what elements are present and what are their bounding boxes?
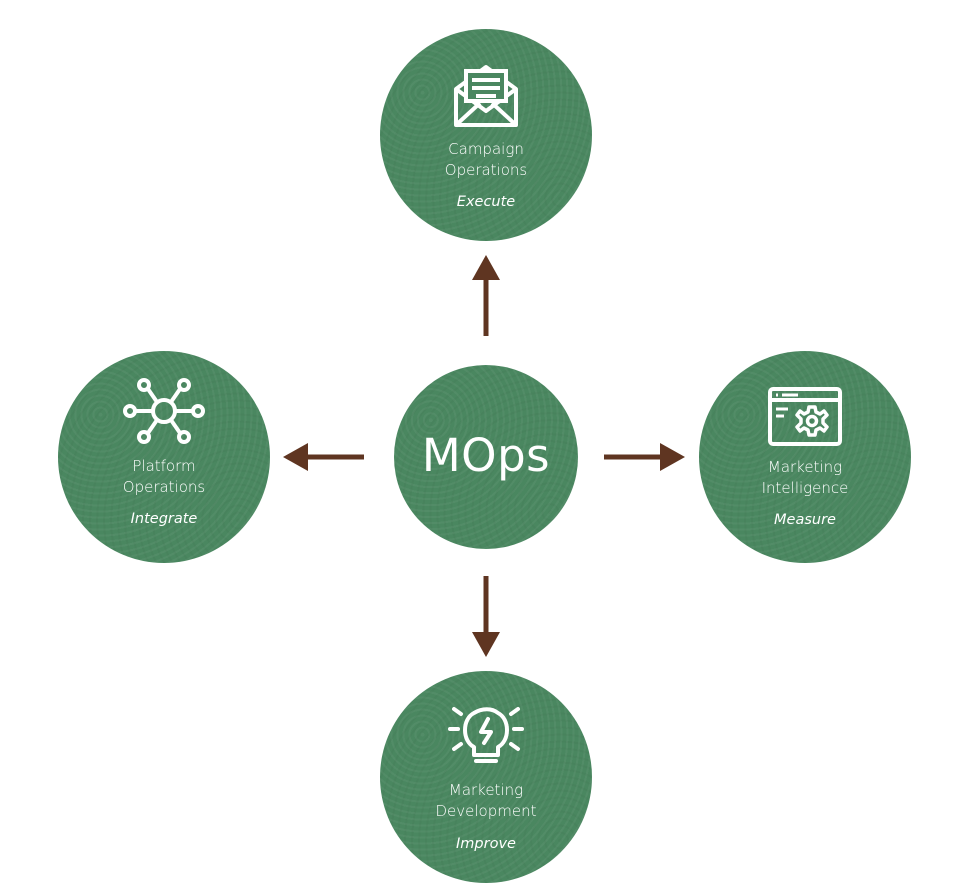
network-hub-icon <box>123 378 205 444</box>
node-title-line2: Operations <box>444 161 528 179</box>
node-title: Marketing Intelligence <box>699 457 911 499</box>
node-title-line1: Marketing <box>767 458 843 476</box>
node-title-line2: Operations <box>122 478 206 496</box>
arrow-left <box>283 443 364 471</box>
node-verb: Measure <box>774 512 836 528</box>
hub-label: MOps <box>421 429 551 482</box>
node-verb: Improve <box>456 836 516 852</box>
node-title-line2: Intelligence <box>761 479 849 497</box>
node-verb: Execute <box>456 194 516 210</box>
browser-gear-icon <box>768 387 842 446</box>
node-title: Marketing Development <box>380 780 592 822</box>
node-title-line1: Platform <box>132 457 196 475</box>
node-title-line2: Development <box>435 802 537 820</box>
node-platform-operations: Platform Operations Integrate <box>58 351 270 563</box>
lightbulb-bolt-icon <box>448 707 524 763</box>
node-campaign-operations: Campaign Operations Execute <box>380 29 592 241</box>
node-title-line1: Campaign <box>448 140 524 158</box>
node-title: Campaign Operations <box>380 139 592 181</box>
arrow-right <box>604 443 685 471</box>
arrow-down <box>472 576 500 657</box>
hub-mops: MOps <box>394 365 578 549</box>
node-title: Platform Operations <box>58 456 270 498</box>
node-verb: Integrate <box>130 511 198 527</box>
node-marketing-intelligence: Marketing Intelligence Measure <box>699 351 911 563</box>
arrow-up <box>472 255 500 336</box>
envelope-open-icon <box>454 65 518 127</box>
node-marketing-development: Marketing Development Improve <box>380 671 592 883</box>
node-title-line1: Marketing <box>448 781 524 799</box>
